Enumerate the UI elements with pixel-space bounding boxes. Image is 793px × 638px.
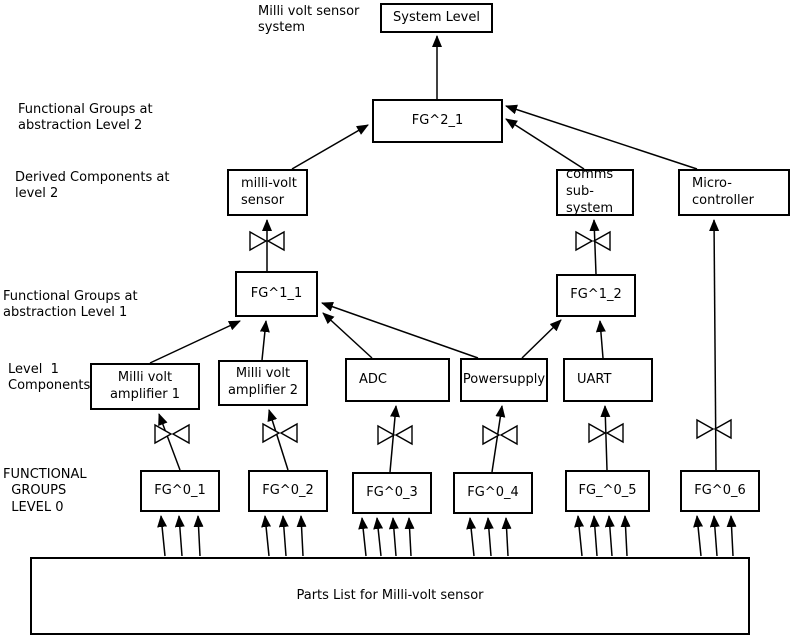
decomposition-bowtie (588, 422, 624, 444)
connector-arrow (466, 517, 477, 557)
connector-arrow (157, 515, 168, 557)
node-fg0-4: FG^0_4 (453, 472, 533, 514)
connector-arrow (296, 515, 307, 557)
decomposition-bowtie (154, 423, 190, 445)
connector-arrow (574, 515, 585, 557)
node-microcontroller: Micro- controller (678, 169, 790, 216)
connector-arrow (388, 517, 399, 557)
connector-arrow (620, 515, 631, 557)
decomposition-bowtie (575, 230, 611, 252)
connector-arrow (389, 405, 400, 473)
decomposition-bowtie (262, 422, 298, 444)
connector-arrow (604, 515, 615, 557)
node-system-level: System Level (380, 3, 493, 33)
node-powersupply: Powersupply (460, 358, 548, 402)
node-fg0-2: FG^0_2 (248, 470, 328, 512)
connector-arrow (291, 124, 369, 170)
label-derived-components-level2: Derived Components at level 2 (15, 170, 170, 202)
connector-arrow (261, 515, 272, 557)
connector-arrow (259, 320, 270, 361)
node-comms-subsystem: comms sub-system (556, 167, 634, 216)
label-level1-components: Level 1 Components (8, 362, 91, 394)
connector-arrow (693, 515, 704, 557)
node-fg1-2: FG^1_2 (556, 274, 636, 317)
node-fg0-5: FG_^0_5 (565, 470, 650, 512)
connector-arrow (595, 320, 606, 359)
connector-arrow (267, 409, 289, 471)
connector-arrow (491, 405, 506, 473)
connector-arrow (193, 515, 204, 557)
node-fg0-3: FG^0_3 (352, 472, 432, 514)
connector-arrow (278, 515, 289, 557)
connector-arrow (726, 515, 737, 557)
label-functional-groups-level0: FUNCTIONAL GROUPS LEVEL 0 (3, 467, 87, 515)
node-millivolt-amplifier-1: Milli volt amplifier 1 (90, 363, 200, 410)
connector-arrow (373, 517, 384, 557)
node-parts-list: Parts List for Milli-volt sensor (30, 557, 750, 635)
connector-arrow (483, 517, 494, 557)
node-fg0-1: FG^0_1 (140, 470, 220, 512)
connector-arrow (404, 517, 415, 557)
connector-arrow (322, 312, 373, 359)
node-uart: UART (563, 358, 653, 402)
decomposition-bowtie (696, 418, 732, 440)
connector-arrow (174, 515, 185, 557)
connector-arrow (505, 104, 698, 170)
label-functional-groups-level1: Functional Groups at abstraction Level 1 (3, 289, 138, 321)
connector-arrow (709, 219, 720, 471)
node-fg1-1: FG^1_1 (235, 271, 318, 317)
connector-arrow (321, 301, 479, 359)
node-adc: ADC (345, 358, 450, 402)
node-millivolt-sensor: milli-volt sensor (227, 169, 308, 216)
connector-arrow (600, 405, 611, 471)
connector-arrow (505, 118, 585, 170)
node-fg0-6: FG^0_6 (680, 470, 760, 512)
connector-arrow (149, 320, 241, 364)
node-millivolt-amplifier-2: Milli volt amplifier 2 (218, 360, 308, 406)
connector-arrow (158, 413, 181, 471)
connector-arrow (501, 517, 512, 557)
connector-arrow (709, 515, 720, 557)
connector-arrow (521, 319, 562, 359)
label-system-note: Milli volt sensor system (258, 4, 360, 36)
decomposition-bowtie (482, 424, 518, 446)
connector-arrow (358, 517, 369, 557)
connector-arrow (589, 219, 600, 275)
node-fg2-1: FG^2_1 (372, 99, 503, 143)
label-functional-groups-level2: Functional Groups at abstraction Level 2 (18, 102, 153, 134)
connector-arrow (589, 515, 600, 557)
decomposition-bowtie (377, 424, 413, 446)
decomposition-bowtie (249, 230, 285, 252)
